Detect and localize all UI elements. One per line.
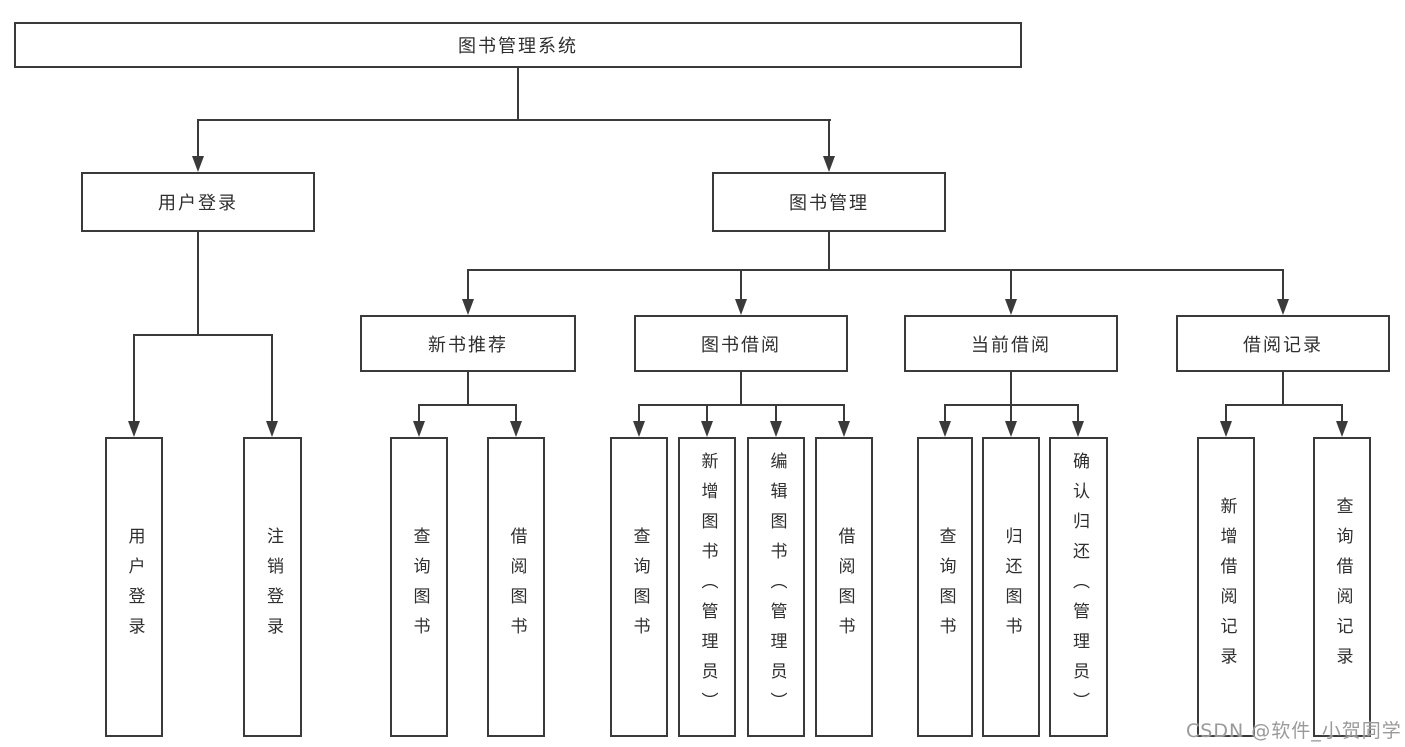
connector-line xyxy=(419,404,517,406)
arrowhead-down-icon xyxy=(633,421,645,437)
leaf-label: 用户登录 xyxy=(124,527,145,647)
arrowhead-down-icon xyxy=(192,156,204,172)
connector-line xyxy=(197,232,199,336)
leaf-label: 注销登录 xyxy=(263,527,283,647)
node-label: 图书管理 xyxy=(789,193,869,214)
node-label: 借阅记录 xyxy=(1243,334,1323,356)
leaf-query-books-recommend: 查询图书 xyxy=(390,437,448,737)
connector-line xyxy=(706,404,708,421)
connector-line xyxy=(515,404,517,421)
connector-line xyxy=(1010,269,1012,299)
arrowhead-down-icon xyxy=(823,156,835,172)
connector-line xyxy=(467,372,469,406)
leaf-label: 查询图书 xyxy=(629,527,650,647)
connector-line xyxy=(944,404,946,421)
node-user-login: 用户登录 xyxy=(81,172,315,232)
leaf-add-borrow-record: 新增借阅记录 xyxy=(1197,437,1255,737)
leaf-label: 查询借阅记录 xyxy=(1332,497,1353,677)
arrowhead-down-icon xyxy=(939,421,951,437)
leaf-confirm-return-admin: 确认归还（管理员） xyxy=(1049,437,1108,737)
connector-line xyxy=(1077,404,1079,421)
connector-line xyxy=(1282,269,1284,299)
arrowhead-down-icon xyxy=(735,299,747,315)
connector-line xyxy=(740,372,742,406)
arrowhead-down-icon xyxy=(1005,299,1017,315)
leaf-query-borrow-record: 查询借阅记录 xyxy=(1313,437,1371,737)
arrowhead-down-icon xyxy=(1220,421,1232,437)
leaf-user-login: 用户登录 xyxy=(105,437,163,737)
arrowhead-down-icon xyxy=(128,421,140,437)
connector-line xyxy=(775,404,777,421)
arrowhead-down-icon xyxy=(266,421,278,437)
leaf-label: 编辑图书（管理员） xyxy=(766,452,787,722)
connector-line xyxy=(828,119,830,158)
node-borrowing-records: 借阅记录 xyxy=(1176,315,1390,372)
arrowhead-down-icon xyxy=(1336,421,1348,437)
connector-line xyxy=(271,334,273,421)
connector-line xyxy=(134,334,273,336)
leaf-add-books-admin: 新增图书（管理员） xyxy=(678,437,736,737)
connector-line xyxy=(639,404,845,406)
connector-line xyxy=(1226,404,1343,406)
node-root-library-management-system: 图书管理系统 xyxy=(14,22,1022,68)
node-new-book-recommend: 新书推荐 xyxy=(360,315,576,372)
connector-line xyxy=(1282,372,1284,406)
node-label: 当前借阅 xyxy=(971,334,1051,356)
node-current-borrowing: 当前借阅 xyxy=(904,315,1118,372)
arrowhead-down-icon xyxy=(838,421,850,437)
connector-line xyxy=(843,404,845,421)
leaf-query-books-borrowing: 查询图书 xyxy=(610,437,668,737)
leaf-label: 借阅图书 xyxy=(834,527,855,647)
node-label: 图书管理系统 xyxy=(458,36,578,57)
connector-line xyxy=(133,334,135,421)
arrowhead-down-icon xyxy=(1005,421,1017,437)
connector-line xyxy=(517,68,519,121)
leaf-borrow-books-recommend: 借阅图书 xyxy=(487,437,545,737)
arrowhead-down-icon xyxy=(413,421,425,437)
arrowhead-down-icon xyxy=(510,421,522,437)
watermark-text: CSDN @软件_小贺同学 xyxy=(1186,720,1402,742)
connector-line xyxy=(638,404,640,421)
leaf-logout: 注销登录 xyxy=(243,437,302,737)
connector-line xyxy=(468,269,1284,271)
node-label: 新书推荐 xyxy=(428,334,508,356)
connector-line xyxy=(197,119,199,158)
leaf-borrow-books: 借阅图书 xyxy=(815,437,873,737)
leaf-label: 新增借阅记录 xyxy=(1216,497,1237,677)
connector-line xyxy=(945,404,1079,406)
node-book-management: 图书管理 xyxy=(712,172,946,232)
leaf-label: 借阅图书 xyxy=(506,527,527,647)
node-label: 图书借阅 xyxy=(701,334,781,356)
arrowhead-down-icon xyxy=(701,421,713,437)
leaf-label: 归还图书 xyxy=(1001,527,1022,647)
connector-line xyxy=(828,232,830,271)
node-label: 用户登录 xyxy=(158,193,238,214)
arrowhead-down-icon xyxy=(1072,421,1084,437)
connector-line xyxy=(467,269,469,299)
leaf-edit-books-admin: 编辑图书（管理员） xyxy=(747,437,805,737)
connector-line xyxy=(1225,404,1227,421)
leaf-label: 查询图书 xyxy=(409,527,430,647)
leaf-query-books-current: 查询图书 xyxy=(917,437,973,737)
node-book-borrowing: 图书借阅 xyxy=(634,315,848,372)
connector-line xyxy=(197,119,831,121)
connector-line xyxy=(418,404,420,421)
leaf-return-books: 归还图书 xyxy=(982,437,1040,737)
connector-line xyxy=(1010,372,1012,406)
arrowhead-down-icon xyxy=(462,299,474,315)
leaf-label: 确认归还（管理员） xyxy=(1069,452,1089,722)
connector-line xyxy=(1341,404,1343,421)
leaf-label: 新增图书（管理员） xyxy=(697,452,718,722)
connector-line xyxy=(740,269,742,299)
arrowhead-down-icon xyxy=(1277,299,1289,315)
arrowhead-down-icon xyxy=(770,421,782,437)
leaf-label: 查询图书 xyxy=(935,527,956,647)
connector-line xyxy=(1010,404,1012,421)
